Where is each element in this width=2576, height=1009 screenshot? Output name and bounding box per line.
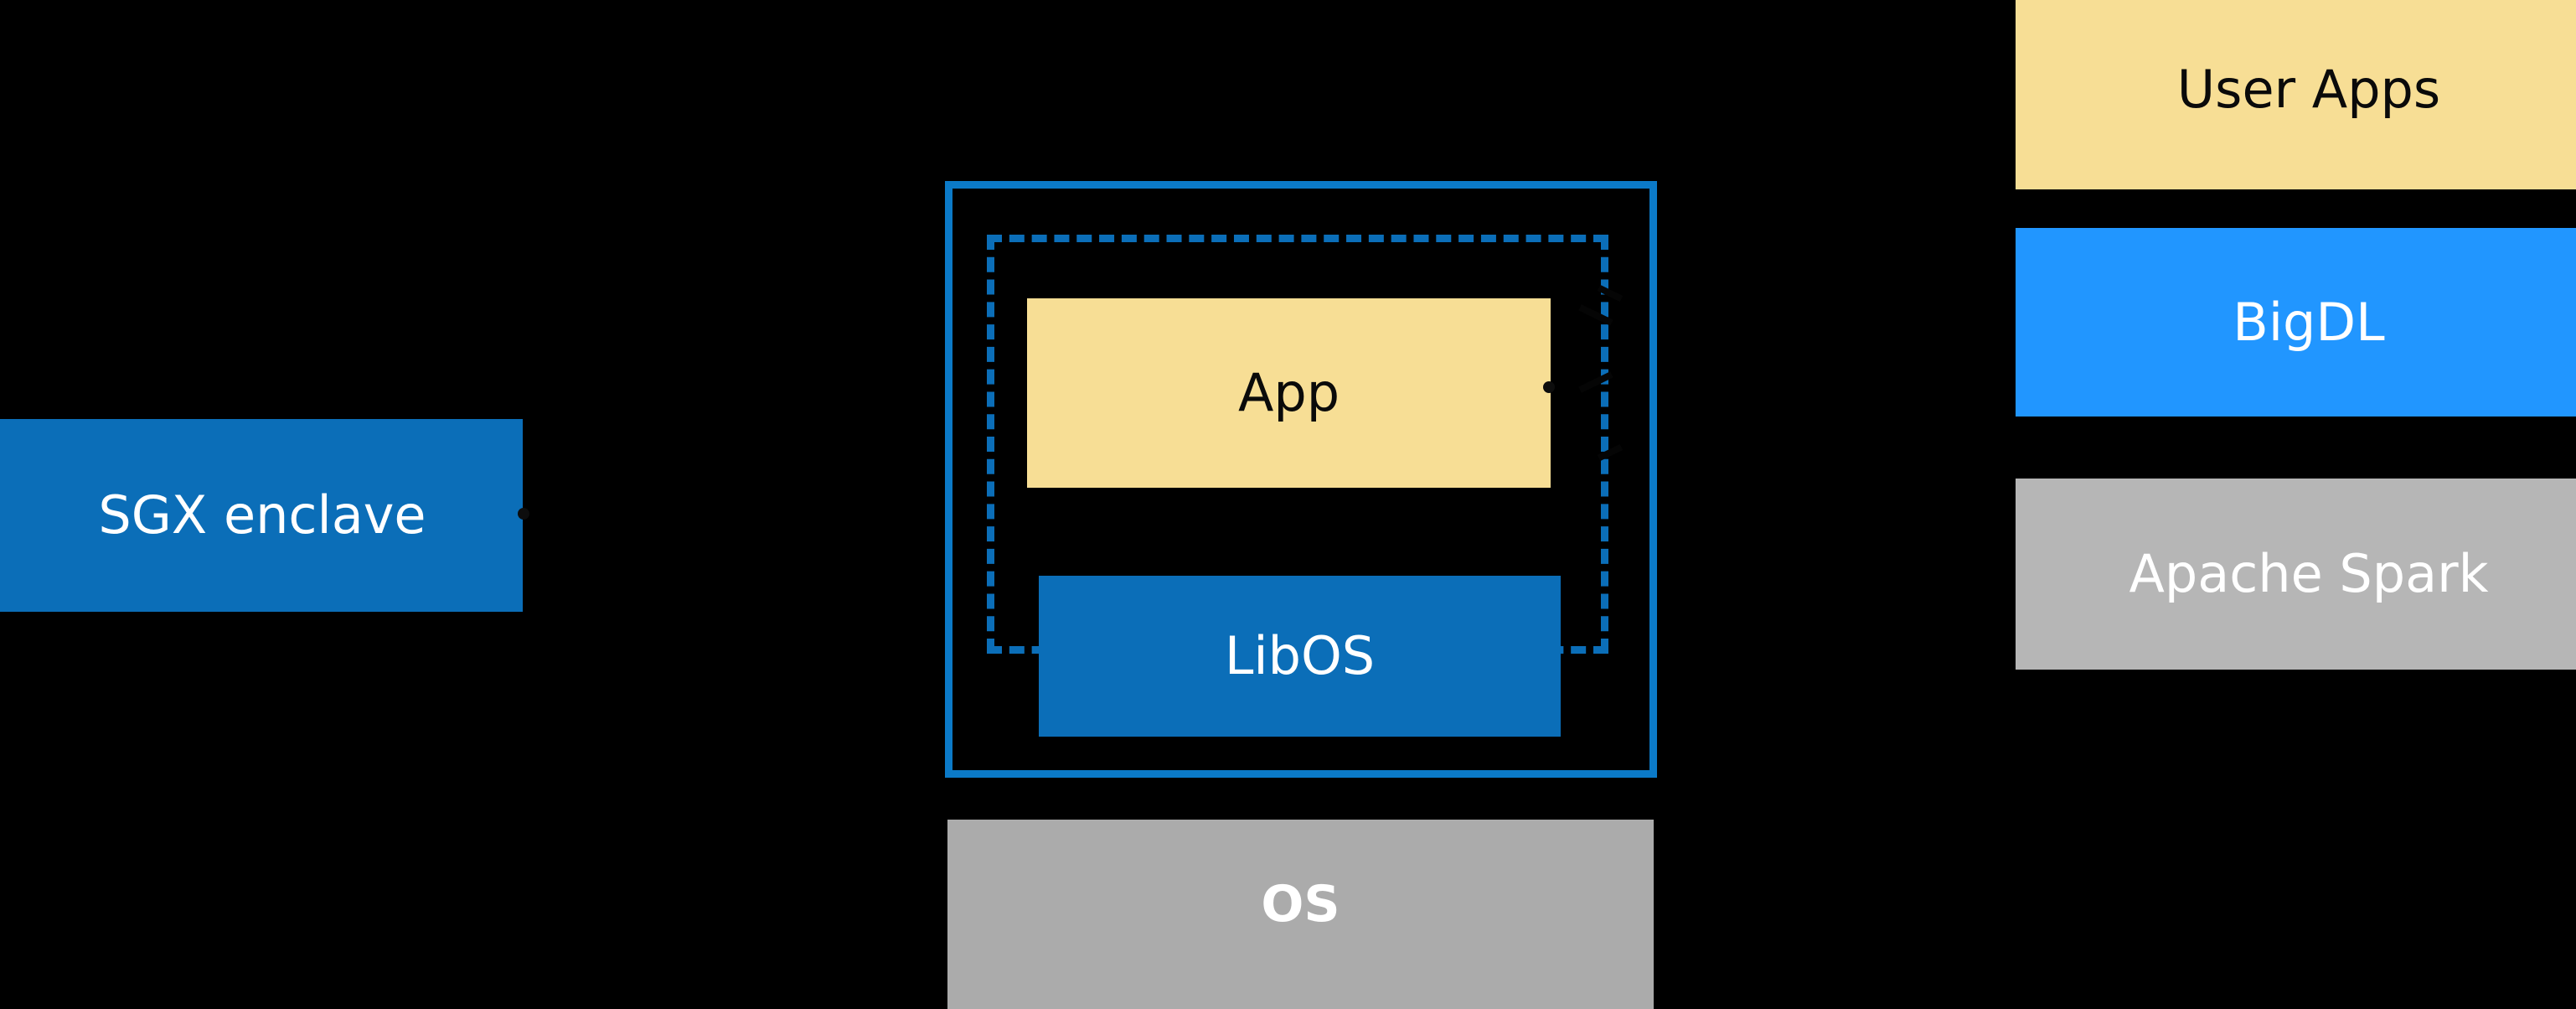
app-arrow-head-icon bbox=[1543, 381, 1555, 393]
app-label: App bbox=[1237, 362, 1340, 424]
libos-label: LibOS bbox=[1224, 625, 1376, 687]
bigdl-box[interactable]: BigDL bbox=[2016, 228, 2576, 417]
bigdl-label: BigDL bbox=[2233, 291, 2385, 353]
user-apps-box[interactable]: User Apps bbox=[2016, 0, 2576, 189]
os-box[interactable]: OS bbox=[947, 820, 1654, 1009]
libos-box[interactable]: LibOS bbox=[1039, 576, 1561, 737]
sgx-enclave-box[interactable]: SGX enclave bbox=[0, 419, 523, 612]
app-box[interactable]: App bbox=[1027, 298, 1551, 488]
sgx-enclave-arrow-head-icon bbox=[518, 508, 529, 520]
apache-spark-box[interactable]: Apache Spark bbox=[2016, 479, 2576, 670]
sgx-enclave-label: SGX enclave bbox=[98, 484, 426, 546]
apache-spark-label: Apache Spark bbox=[2129, 543, 2489, 605]
user-apps-label: User Apps bbox=[2176, 59, 2441, 121]
enclave-outer-frame bbox=[945, 181, 1657, 778]
os-label: OS bbox=[1261, 874, 1340, 934]
